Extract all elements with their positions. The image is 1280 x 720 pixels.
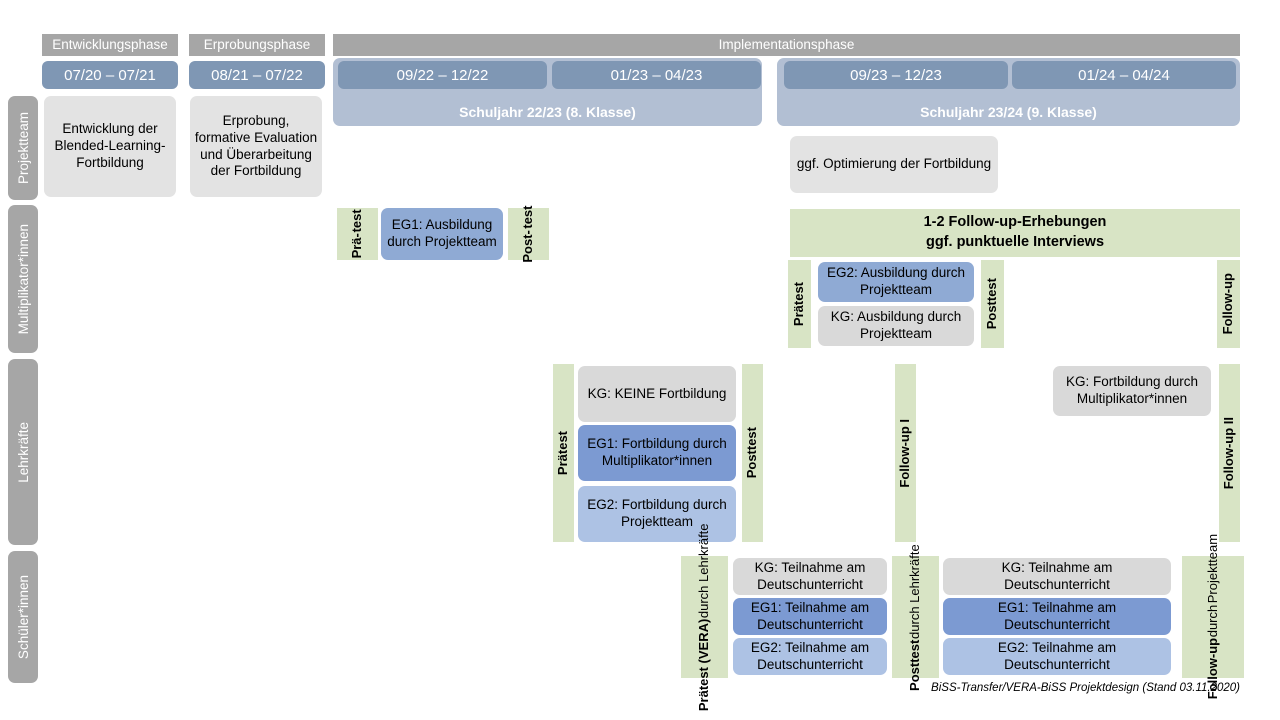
lehrkraefte-followup2-column: Follow-up II xyxy=(1219,364,1240,542)
period-bar-0124-0424: 01/24 – 04/24 xyxy=(1012,61,1236,89)
posttest-sublabel: durch Lehrkräfte xyxy=(907,543,923,639)
sidebar-item-label-multiplikatorinnen: Multiplikator*innen xyxy=(15,223,31,335)
schueler-followup-column: Follow-up durch Projektteam xyxy=(1182,534,1244,700)
period-bar-0923-1223: 09/23 – 12/23 xyxy=(784,61,1008,89)
praetest-vera-sublabel: durch Lehrkräfte xyxy=(696,522,712,618)
sidebar-item-label-projektteam: Projektteam xyxy=(15,111,31,185)
praetest-vera-label: Prätest (VERA) xyxy=(696,618,712,712)
projektteam-entwicklung-box: Entwicklung der Blended-Learning-Fortbil… xyxy=(44,96,176,197)
lehrkraefte-eg1-box: EG1: Fortbildung durch Multiplikator*inn… xyxy=(578,425,736,481)
footer-caption: BiSS-Transfer/VERA-BiSS Projektdesign (S… xyxy=(931,682,1240,694)
followup-sublabel-2: Projektteam xyxy=(1204,534,1220,604)
followup-banner-line2: ggf. punktuelle Interviews xyxy=(925,234,1105,250)
praetest-line1: Prä- xyxy=(349,233,365,259)
multiplikatoren-followup-column: Follow-up xyxy=(1217,260,1240,348)
followup1-label: Follow-up I xyxy=(897,418,913,488)
schueler-eg1-box-left: EG1: Teilnahme am Deutschunterricht xyxy=(733,598,887,635)
lehrkraefte-eg2-box: EG2: Fortbildung durch Projektteam xyxy=(578,486,736,542)
phase-bar-implementationsphase: Implementationsphase xyxy=(333,34,1240,56)
sidebar-item-schuelerinnen[interactable]: Schüler*innen xyxy=(8,551,38,683)
praetest-line2: test xyxy=(349,209,365,233)
schueler-kg-box-left: KG: Teilnahme am Deutschunterricht xyxy=(733,558,887,595)
posttest-line2: test xyxy=(520,205,536,229)
sidebar-item-lehrkraefte[interactable]: Lehrkräfte xyxy=(8,359,38,545)
followup-banner-line1: 1-2 Follow-up-Erhebungen xyxy=(923,214,1107,231)
praetest-label: Prätest xyxy=(791,281,807,327)
projektteam-erprobung-box: Erprobung, formative Evaluation und Über… xyxy=(190,96,322,197)
lehrkraefte-posttest-column: Posttest xyxy=(742,364,763,542)
lehrkraefte-kg-fortbildung-box: KG: Fortbildung durch Multiplikator*inne… xyxy=(1053,366,1211,416)
period-bar-0922-1222: 09/22 – 12/22 xyxy=(338,61,547,89)
multiplikatoren-eg2-box: EG2: Ausbildung durch Projektteam xyxy=(818,262,974,302)
multiplikatoren-posttest-right: Posttest xyxy=(981,260,1004,348)
multiplikatoren-praetest-right: Prätest xyxy=(788,260,811,348)
period-bar-0720-0721: 07/20 – 07/21 xyxy=(42,61,178,89)
period-bar-0821-0722: 08/21 – 07/22 xyxy=(189,61,325,89)
phase-bar-entwicklungsphase: Entwicklungsphase xyxy=(42,34,178,56)
multiplikatoren-eg1-box: EG1: Ausbildung durch Projektteam xyxy=(381,208,503,260)
period-bar-0123-0423: 01/23 – 04/23 xyxy=(552,61,761,89)
sidebar-item-label-schuelerinnen: Schüler*innen xyxy=(15,574,31,660)
schueler-praetest-column: Prätest (VERA) durch Lehrkräfte xyxy=(681,523,728,711)
followup2-label: Follow-up II xyxy=(1221,416,1237,490)
sidebar-item-label-lehrkraefte: Lehrkräfte xyxy=(15,421,31,483)
posttest-label: Posttest xyxy=(984,278,1000,330)
followup-sublabel-1: durch xyxy=(1204,604,1220,638)
lehrkraefte-praetest-column: Prätest xyxy=(553,364,574,542)
schueler-kg-box-right: KG: Teilnahme am Deutschunterricht xyxy=(943,558,1171,595)
sidebar-item-projektteam[interactable]: Projektteam xyxy=(8,96,38,200)
multiplikatoren-followup-banner: 1-2 Follow-up-Erhebungen ggf. punktuelle… xyxy=(790,209,1240,257)
followup-label: Follow-up xyxy=(1220,273,1236,335)
sidebar-item-multiplikatorinnen[interactable]: Multiplikator*innen xyxy=(8,205,38,353)
posttest-line1: Post- xyxy=(520,229,536,263)
schueler-eg2-box-right: EG2: Teilnahme am Deutschunterricht xyxy=(943,638,1171,675)
posttest-label: Posttest xyxy=(744,427,760,479)
praetest-label: Prätest xyxy=(555,430,571,476)
lehrkraefte-followup1-column: Follow-up I xyxy=(895,364,916,542)
schueler-posttest-column: Posttest durch Lehrkräfte xyxy=(892,544,939,690)
multiplikatoren-kg-box: KG: Ausbildung durch Projektteam xyxy=(818,306,974,346)
projektteam-optimierung-box: ggf. Optimierung der Fortbildung xyxy=(790,136,998,193)
multiplikatoren-posttest-left: Post- test xyxy=(508,205,549,263)
schueler-eg2-box-left: EG2: Teilnahme am Deutschunterricht xyxy=(733,638,887,675)
schueler-eg1-box-right: EG1: Teilnahme am Deutschunterricht xyxy=(943,598,1171,635)
lehrkraefte-kg-keine-box: KG: KEINE Fortbildung xyxy=(578,366,736,422)
multiplikatoren-praetest-left: Prä- test xyxy=(337,208,378,260)
phase-bar-erprobungsphase: Erprobungsphase xyxy=(189,34,325,56)
